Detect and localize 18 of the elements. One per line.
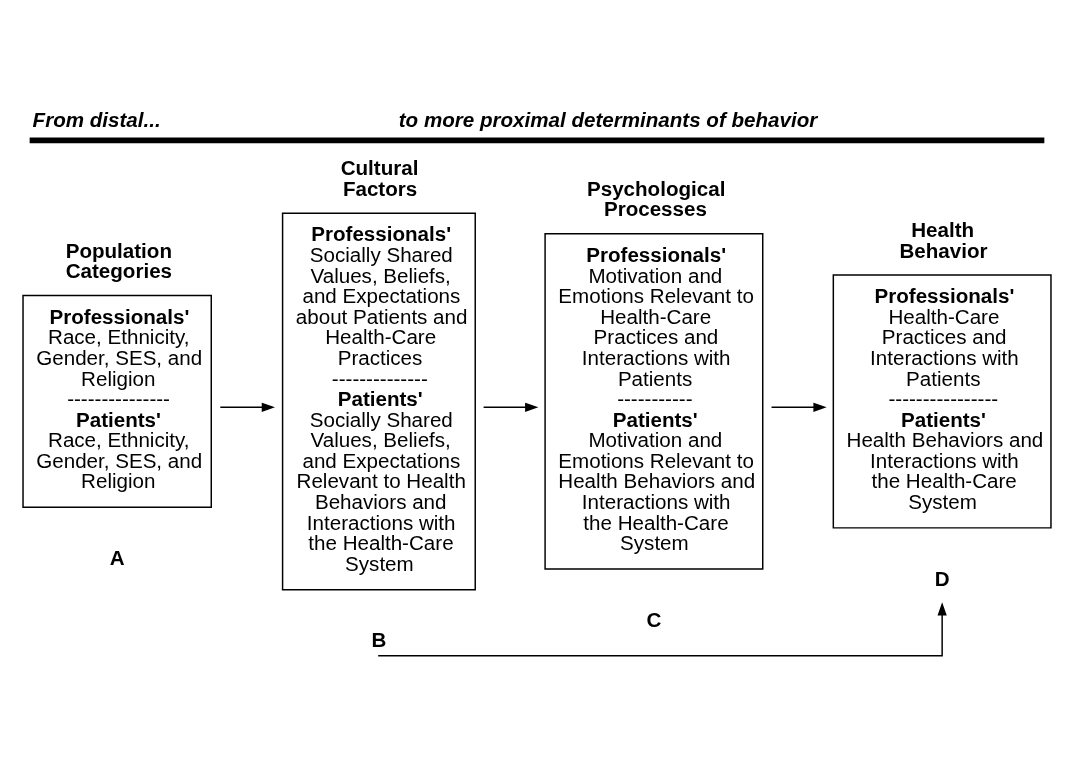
node-label: Cultural Factors <box>340 155 419 200</box>
arrow <box>219 402 275 412</box>
node-label: C <box>646 607 662 631</box>
node-label: Psychological Processes <box>587 176 726 220</box>
node-label: B <box>371 627 387 651</box>
label: to more proximal determinants of behavior <box>398 107 818 131</box>
node-box: Professionals' Motivation and Emotions Relevant to Health-Care Practices and Interactions with Patients ----------- Patients' Motivation and Emotions Relevant to Health Behaviors and Interactions with the Health-Care System <box>544 232 764 570</box>
arrow <box>770 402 827 412</box>
node-box: Professionals' Health-Care Practices and Interactions with Patients ---------------- Patients' Health Behaviors and Interactions with the Health-Care System <box>832 273 1052 529</box>
node-label: Health Behavior <box>899 217 988 262</box>
node-label: Population Categories <box>65 238 173 282</box>
label: From distal... <box>32 107 161 131</box>
arrow <box>377 601 947 657</box>
node-label: D <box>934 566 950 590</box>
arrow <box>482 402 539 412</box>
node-box: Professionals' Race, Ethnicity, Gender, SES, and Religion --------------- Patients' Race, Ethnicity, Gender, SES, and Religion <box>22 294 212 508</box>
node-box: Professionals' Socially Shared Values, Beliefs, and Expectations about Patients and Health-Care Practices -------------- Patients' Socially Shared Values, Beliefs, and Expectations Relevant to Health Behaviors and Interactions with the Health-Care System <box>281 211 476 590</box>
node-label: A <box>109 545 125 569</box>
